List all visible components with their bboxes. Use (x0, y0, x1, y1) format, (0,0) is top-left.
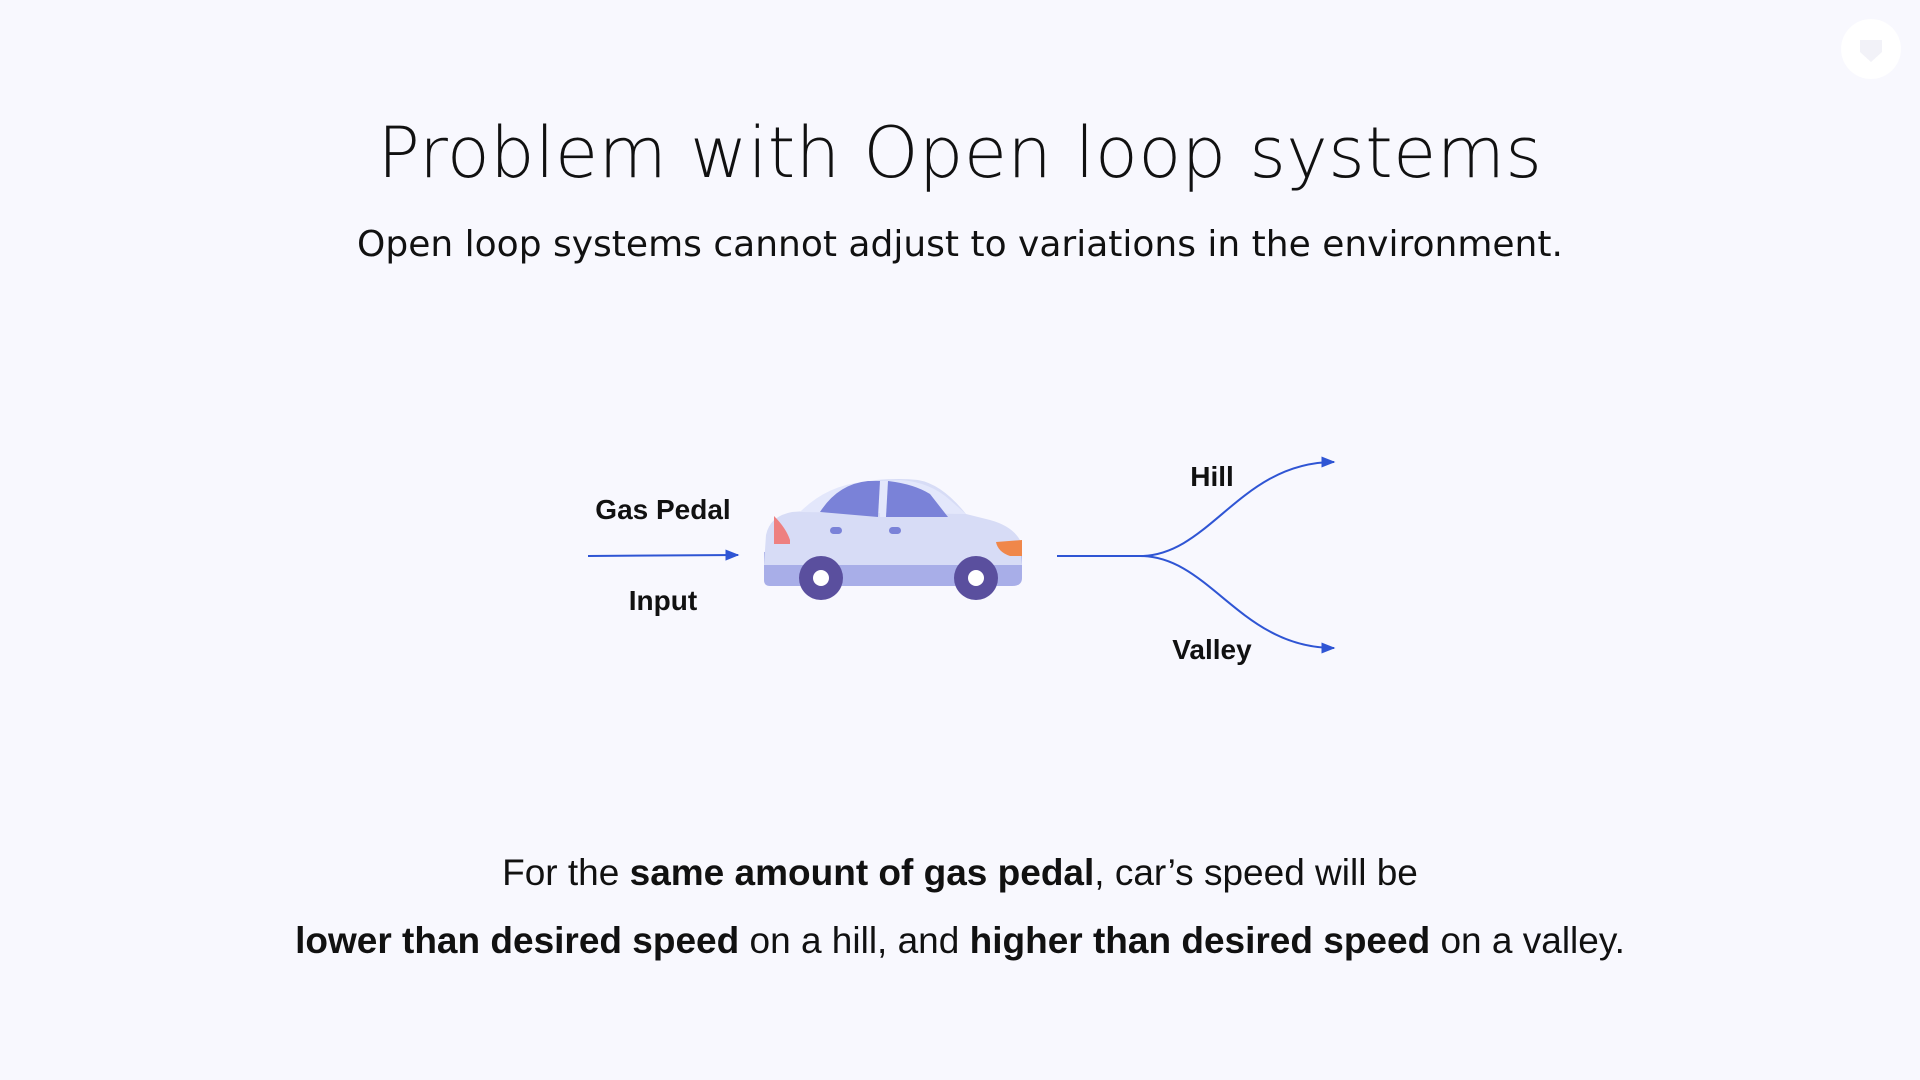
slide-subtitle: Open loop systems cannot adjust to varia… (357, 224, 1563, 265)
caption-2-bold-b: higher than desired speed (969, 920, 1431, 961)
input-label-input: Input (629, 585, 697, 616)
input-arrow (587, 549, 740, 561)
slide-title: Problem with Open loop systems (377, 112, 1543, 194)
caption-line-2: lower than desired speed on a hill, and … (0, 920, 1920, 962)
caption-1-bold-a: same amount of gas pedal (629, 852, 1095, 893)
output-label-valley: Valley (1172, 634, 1252, 665)
caption-1-text-b: , car’s speed will be (1094, 852, 1418, 893)
caption-2-bold-a: lower than desired speed (295, 920, 740, 961)
caption-2-text-b: on a valley. (1430, 920, 1625, 961)
caption-1-text-a: For the (502, 852, 630, 893)
watermark-logo-icon (1841, 19, 1901, 79)
output-arrow-hill (1139, 456, 1336, 557)
car-icon (764, 479, 1022, 600)
caption-line-1: For the same amount of gas pedal, car’s … (0, 852, 1920, 894)
output-label-hill: Hill (1190, 461, 1234, 492)
output-arrow-valley (1139, 555, 1336, 654)
caption-2-text-a: on a hill, and (739, 920, 970, 961)
input-label-gas-pedal: Gas Pedal (595, 494, 730, 525)
